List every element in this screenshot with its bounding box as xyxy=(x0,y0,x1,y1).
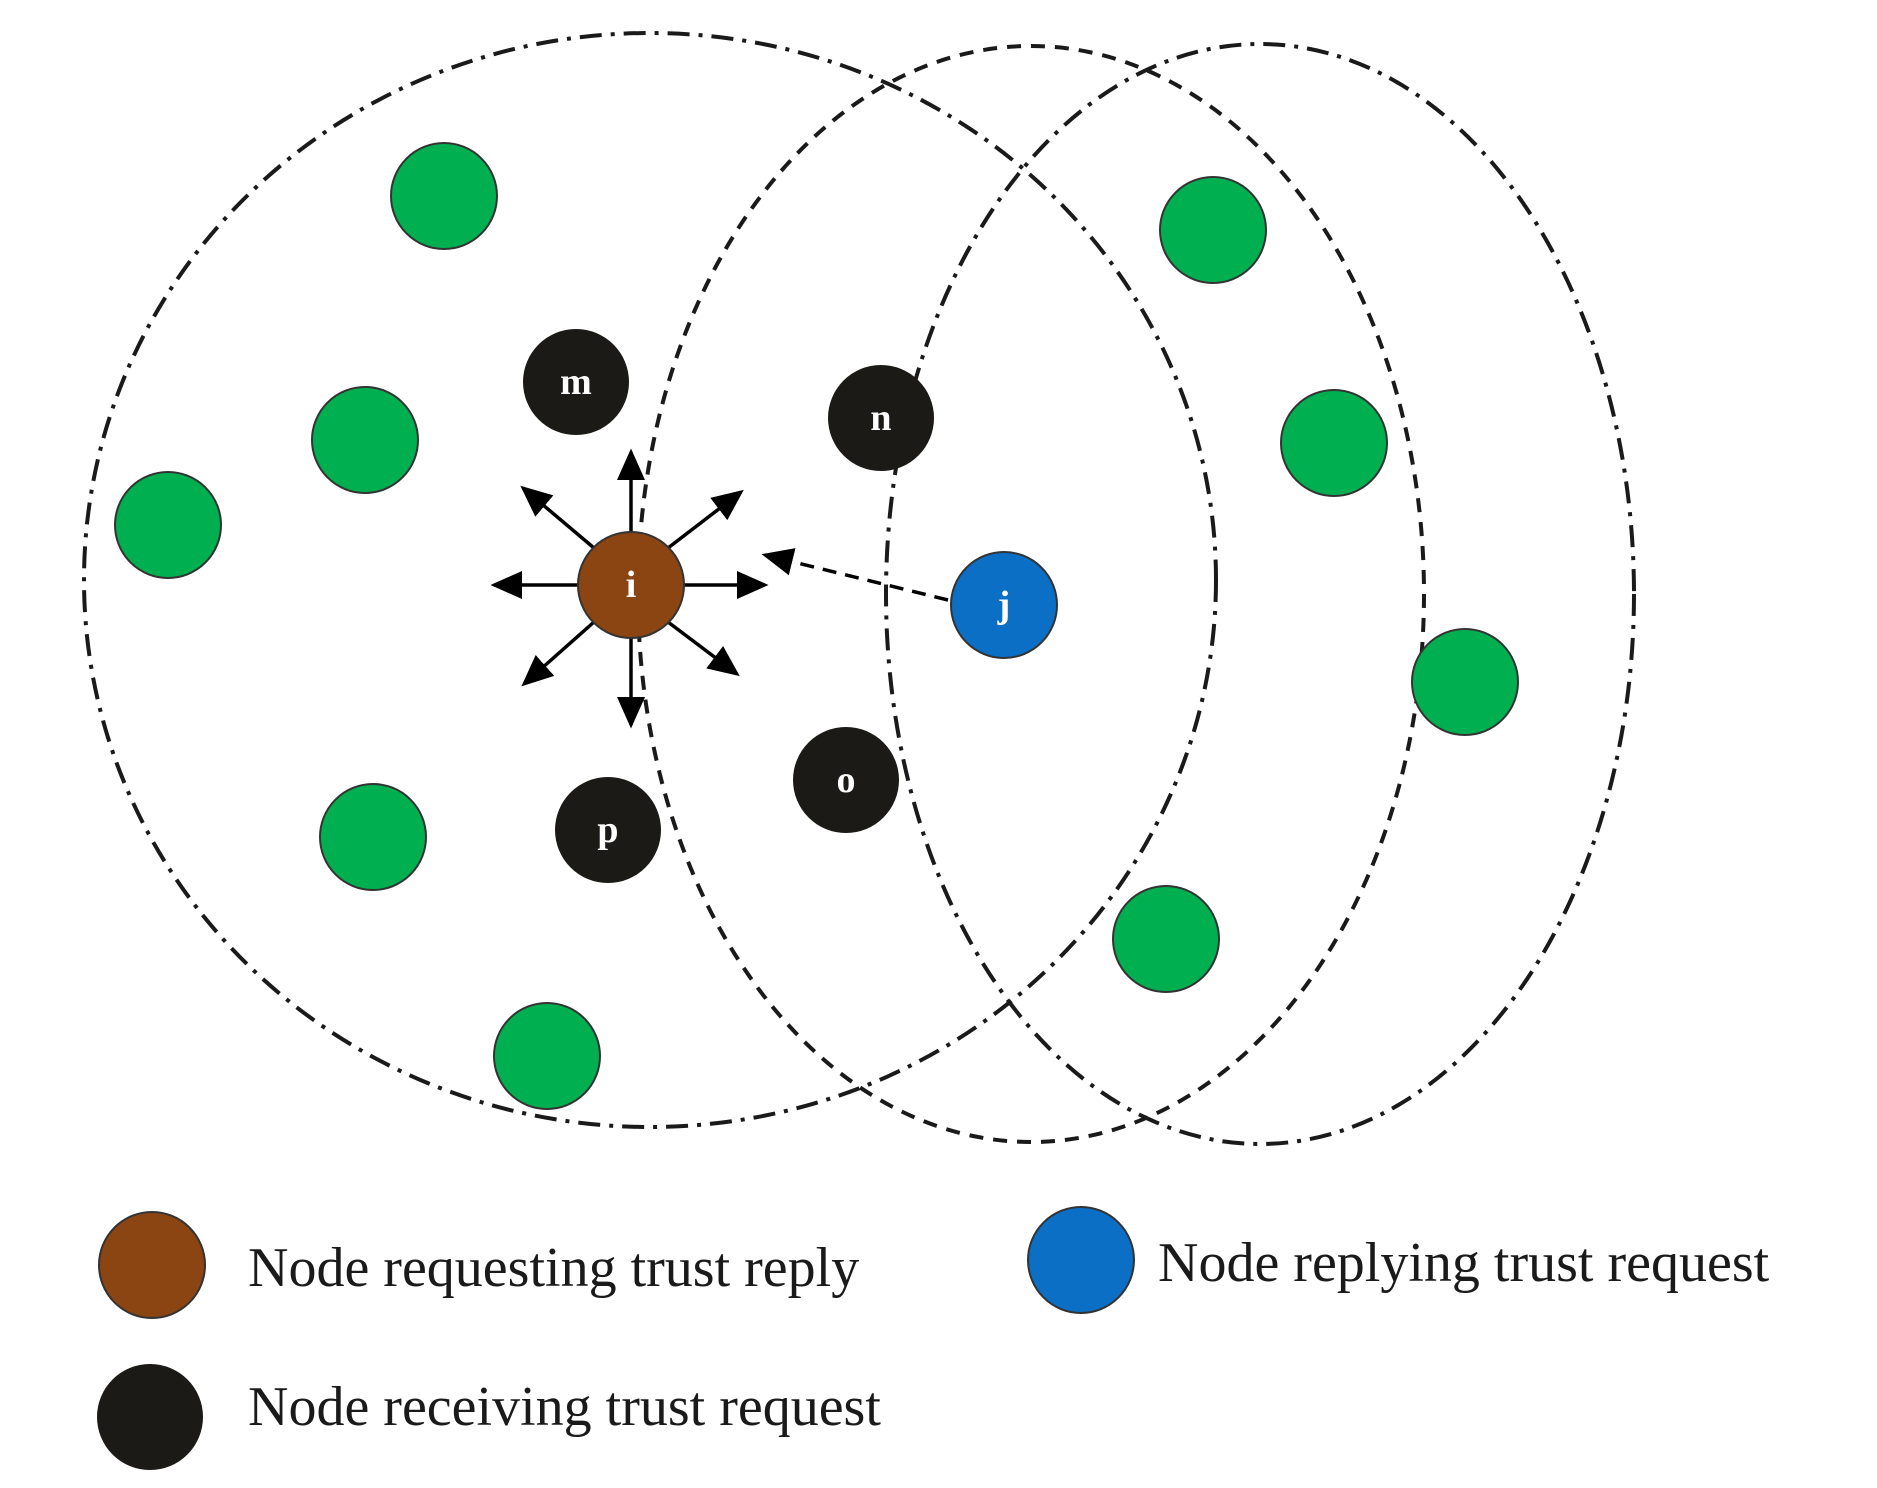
neighbor-nodes xyxy=(114,142,1519,1110)
arrow-down-left xyxy=(521,620,596,687)
reply-arrow xyxy=(761,548,949,602)
neighbor-node xyxy=(390,142,498,250)
neighbor-node xyxy=(1112,885,1220,993)
range-circle-outer-right xyxy=(884,42,1636,1146)
legend-requesting-label: Node requesting trust reply xyxy=(248,1237,859,1299)
range-circle-right xyxy=(636,44,1426,1144)
neighbor-node xyxy=(311,386,419,494)
legend-receiving-label: Node receiving trust request xyxy=(248,1376,881,1438)
receiving-nodes: m n o p xyxy=(523,329,934,883)
range-circle-left xyxy=(82,31,1218,1129)
legend-replying-swatch xyxy=(1027,1206,1135,1314)
neighbor-node xyxy=(114,471,222,579)
legend-replying-label: Node replying trust request xyxy=(1158,1232,1770,1294)
node-o xyxy=(793,727,899,833)
legend-requesting-swatch xyxy=(98,1211,206,1319)
neighbor-node xyxy=(1280,389,1388,497)
node-o-label: o xyxy=(837,759,856,801)
node-i-label: i xyxy=(626,564,637,606)
node-p xyxy=(555,777,661,883)
node-n xyxy=(828,365,934,471)
node-p-label: p xyxy=(597,809,618,851)
arrow-down-right xyxy=(666,620,740,677)
node-j xyxy=(950,551,1058,659)
neighbor-node xyxy=(319,783,427,891)
node-i xyxy=(577,531,685,639)
node-m-label: m xyxy=(560,361,592,403)
node-n-label: n xyxy=(870,397,891,439)
arrow-up-left xyxy=(520,485,596,550)
legend: Node requesting trust reply Node replyin… xyxy=(97,1206,1770,1470)
node-m xyxy=(523,329,629,435)
node-j-label: j xyxy=(997,584,1011,626)
neighbor-node xyxy=(1159,176,1267,284)
legend-receiving-swatch xyxy=(97,1364,203,1470)
broadcast-arrows xyxy=(490,448,769,729)
neighbor-node xyxy=(493,1002,601,1110)
arrow-up-right xyxy=(666,489,744,550)
neighbor-node xyxy=(1411,628,1519,736)
